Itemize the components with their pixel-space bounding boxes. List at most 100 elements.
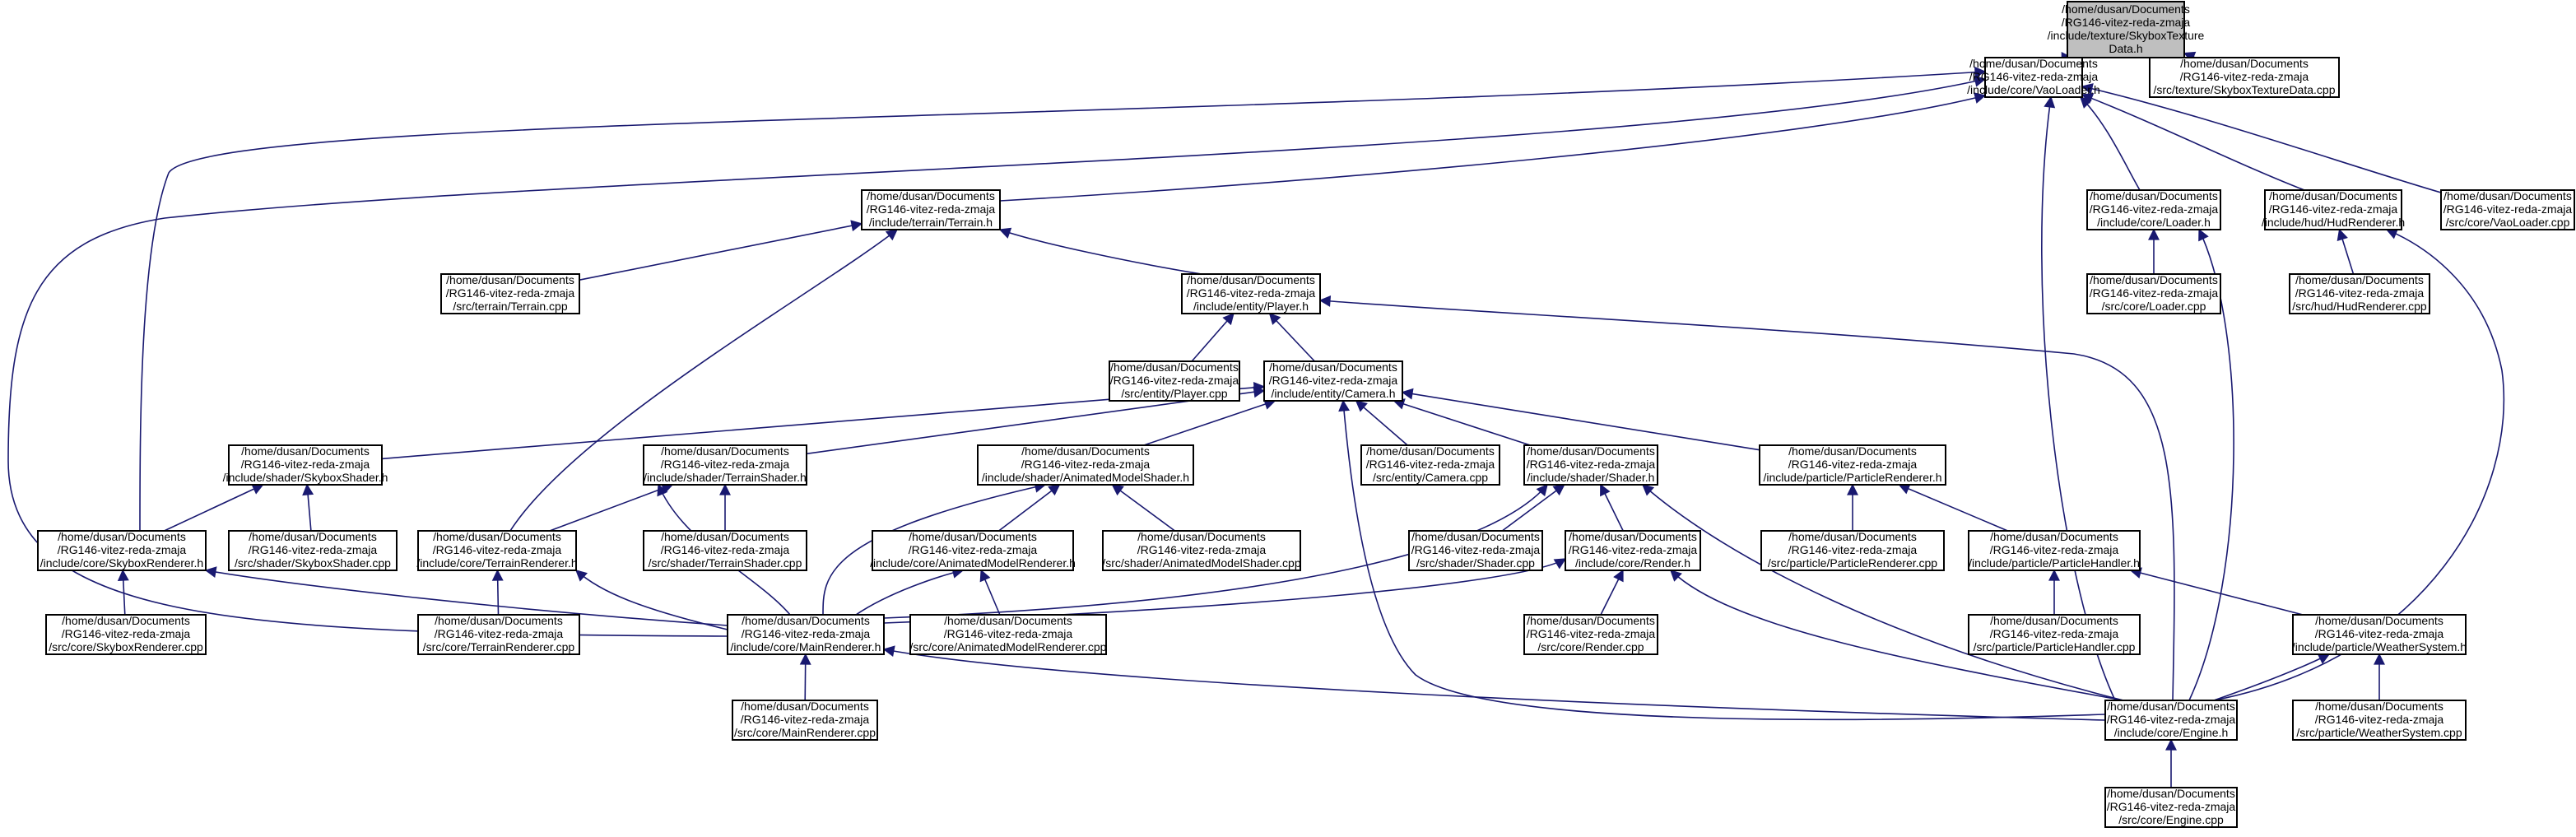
- node-label-line: /RG146-vitez-reda-zmaja: [944, 627, 1073, 640]
- node-render-h[interactable]: /home/dusan/Documents/RG146-vitez-reda-z…: [1565, 530, 1701, 571]
- node-terrshader-h[interactable]: /home/dusan/Documents/RG146-vitez-reda-z…: [643, 444, 807, 486]
- edge-mainrend_h-to-animrend_h: [855, 567, 965, 616]
- node-box: [2104, 787, 2238, 828]
- node-player-cpp[interactable]: /home/dusan/Documents/RG146-vitez-reda-z…: [1109, 360, 1240, 402]
- edge-camera_h-to-player_h: [1268, 313, 1315, 362]
- node-box: [2104, 700, 2238, 741]
- node-loader-cpp[interactable]: /home/dusan/Documents/RG146-vitez-reda-z…: [2086, 273, 2221, 314]
- node-label-line: /home/dusan/Documents: [2269, 189, 2397, 202]
- node-label-line: /include/shader/AnimatedModelShader.h: [982, 471, 1189, 484]
- node-mainrend-cpp[interactable]: /home/dusan/Documents/RG146-vitez-reda-z…: [732, 700, 878, 741]
- edge-partrend_cpp-to-partrend_h: [1847, 483, 1858, 531]
- node-label-line: /include/core/VaoLoader.h: [1967, 83, 2100, 96]
- node-weather-cpp[interactable]: /home/dusan/Documents/RG146-vitez-reda-z…: [2292, 700, 2467, 741]
- node-engine-cpp[interactable]: /home/dusan/Documents/RG146-vitez-reda-z…: [2104, 787, 2238, 828]
- node-box: [2149, 57, 2340, 98]
- node-shader-cpp[interactable]: /home/dusan/Documents/RG146-vitez-reda-z…: [1408, 530, 1543, 571]
- edge-line: [509, 229, 898, 532]
- node-skytex-cpp[interactable]: /home/dusan/Documents/RG146-vitez-reda-z…: [2149, 57, 2340, 98]
- node-label-line: /RG146-vitez-reda-zmaja: [1527, 627, 1656, 640]
- node-label-line: /RG146-vitez-reda-zmaja: [1110, 374, 1239, 387]
- edge-line: [1899, 484, 2008, 532]
- node-label-line: /include/shader/TerrainShader.h: [644, 471, 807, 484]
- edge-line: [549, 484, 673, 532]
- node-terrain-h[interactable]: /home/dusan/Documents/RG146-vitez-reda-z…: [861, 189, 1001, 230]
- node-box: [1102, 530, 1301, 571]
- edge-arrowhead: [575, 570, 588, 582]
- node-weather-h[interactable]: /home/dusan/Documents/RG146-vitez-reda-z…: [2292, 614, 2467, 655]
- node-loader-h[interactable]: /home/dusan/Documents/RG146-vitez-reda-z…: [2086, 189, 2221, 230]
- node-hud-h[interactable]: /home/dusan/Documents/RG146-vitez-reda-z…: [2262, 189, 2405, 230]
- node-mainrend-h[interactable]: /home/dusan/Documents/RG146-vitez-reda-z…: [727, 614, 885, 655]
- edge-shader_h-to-camera_h: [1393, 398, 1531, 446]
- node-skyshader-h[interactable]: /home/dusan/Documents/RG146-vitez-reda-z…: [223, 444, 388, 486]
- edge-terrrend_h-to-terrshader_h: [549, 482, 674, 532]
- edge-line: [999, 95, 1986, 202]
- node-label-line: /RG146-vitez-reda-zmaja: [1990, 543, 2119, 556]
- node-partrend-h[interactable]: /home/dusan/Documents/RG146-vitez-reda-z…: [1759, 444, 1946, 486]
- edge-render_cpp-to-render_h: [1600, 569, 1624, 616]
- edge-hud_cpp-to-hud_h: [2337, 228, 2355, 275]
- node-parthandler-h[interactable]: /home/dusan/Documents/RG146-vitez-reda-z…: [1968, 530, 2141, 571]
- node-parthandler-cpp[interactable]: /home/dusan/Documents/RG146-vitez-reda-z…: [1968, 614, 2141, 655]
- node-label-line: /home/dusan/Documents: [661, 530, 789, 543]
- node-player-h[interactable]: /home/dusan/Documents/RG146-vitez-reda-z…: [1181, 273, 1321, 314]
- edge-arrowhead: [719, 483, 731, 495]
- edge-animshader_cpp-to-animshader_h: [1111, 484, 1175, 532]
- edge-parthandler_h-to-partrend_h: [1898, 483, 2008, 532]
- node-partrend-cpp[interactable]: /home/dusan/Documents/RG146-vitez-reda-z…: [1760, 530, 1945, 571]
- edge-arrowhead: [1355, 400, 1368, 412]
- node-camera-h[interactable]: /home/dusan/Documents/RG146-vitez-reda-z…: [1263, 360, 1403, 402]
- edge-skyshader_cpp-to-skyshader_h: [302, 483, 314, 532]
- node-label-line: /home/dusan/Documents: [867, 189, 995, 202]
- node-animrend-h[interactable]: /home/dusan/Documents/RG146-vitez-reda-z…: [870, 530, 1076, 571]
- node-skyrend-cpp[interactable]: /home/dusan/Documents/RG146-vitez-reda-z…: [45, 614, 207, 655]
- node-label-line: /home/dusan/Documents: [1366, 444, 1495, 458]
- edge-arrowhead: [1536, 483, 1548, 497]
- node-skyshader-cpp[interactable]: /home/dusan/Documents/RG146-vitez-reda-z…: [228, 530, 398, 571]
- edge-arrowhead: [882, 645, 895, 658]
- node-label-line: /RG146-vitez-reda-zmaja: [435, 627, 564, 640]
- node-label-line: /home/dusan/Documents: [1569, 530, 1697, 543]
- edge-line: [1393, 400, 1531, 446]
- edge-line: [998, 484, 1060, 532]
- edge-arrowhead: [799, 653, 811, 665]
- edge-arrowhead: [2044, 95, 2056, 109]
- node-animshader-h[interactable]: /home/dusan/Documents/RG146-vitez-reda-z…: [977, 444, 1194, 486]
- node-label-line: /home/dusan/Documents: [1137, 530, 1266, 543]
- node-box: [727, 614, 885, 655]
- node-vaoloader-cpp[interactable]: /home/dusan/Documents/RG146-vitez-reda-z…: [2440, 189, 2575, 230]
- node-terrrend-cpp[interactable]: /home/dusan/Documents/RG146-vitez-reda-z…: [417, 614, 580, 655]
- node-label-line: /src/particle/WeatherSystem.cpp: [2296, 726, 2462, 739]
- node-label-line: /RG146-vitez-reda-zmaja: [1366, 458, 1495, 471]
- edge-arrowhead: [1847, 483, 1858, 495]
- node-vaoloader-h[interactable]: /home/dusan/Documents/RG146-vitez-reda-z…: [1967, 57, 2100, 98]
- edge-arrowhead: [979, 569, 991, 583]
- edge-render_h-to-shader_h: [1600, 483, 1624, 532]
- node-render-cpp[interactable]: /home/dusan/Documents/RG146-vitez-reda-z…: [1523, 614, 1658, 655]
- node-shader-h[interactable]: /home/dusan/Documents/RG146-vitez-reda-z…: [1523, 444, 1658, 486]
- node-label-line: /home/dusan/Documents: [2107, 787, 2235, 800]
- edge-arrowhead: [2081, 83, 2094, 95]
- node-terrrend-h[interactable]: /home/dusan/Documents/RG146-vitez-reda-z…: [416, 530, 578, 571]
- node-terrain-cpp[interactable]: /home/dusan/Documents/RG146-vitez-reda-z…: [440, 273, 580, 314]
- node-label-line: /include/texture/SkyboxTexture: [2048, 29, 2205, 42]
- node-engine-h[interactable]: /home/dusan/Documents/RG146-vitez-reda-z…: [2104, 700, 2238, 741]
- node-hud-cpp[interactable]: /home/dusan/Documents/RG146-vitez-reda-z…: [2289, 273, 2430, 314]
- node-animshader-cpp[interactable]: /home/dusan/Documents/RG146-vitez-reda-z…: [1102, 530, 1301, 571]
- node-camera-cpp[interactable]: /home/dusan/Documents/RG146-vitez-reda-z…: [1360, 444, 1500, 486]
- node-label-line: /include/core/Loader.h: [2097, 216, 2211, 229]
- edge-line: [579, 223, 863, 281]
- edge-line: [1501, 484, 1565, 532]
- node-terrshader-cpp[interactable]: /home/dusan/Documents/RG146-vitez-reda-z…: [643, 530, 807, 571]
- node-label-line: /home/dusan/Documents: [944, 614, 1072, 627]
- node-skytex-h[interactable]: /home/dusan/Documents/RG146-vitez-reda-z…: [2048, 1, 2205, 58]
- edge-line: [2081, 94, 2305, 191]
- node-skyrend-h[interactable]: /home/dusan/Documents/RG146-vitez-reda-z…: [37, 530, 207, 571]
- node-label-line: /src/texture/SkyboxTextureData.cpp: [2154, 83, 2336, 96]
- node-label-line: /include/particle/ParticleHandler.h: [1969, 556, 2140, 570]
- node-box: [2440, 189, 2575, 230]
- node-label-line: /home/dusan/Documents: [1788, 530, 1917, 543]
- node-animrend-cpp[interactable]: /home/dusan/Documents/RG146-vitez-reda-z…: [909, 614, 1107, 655]
- edge-line: [822, 484, 1046, 616]
